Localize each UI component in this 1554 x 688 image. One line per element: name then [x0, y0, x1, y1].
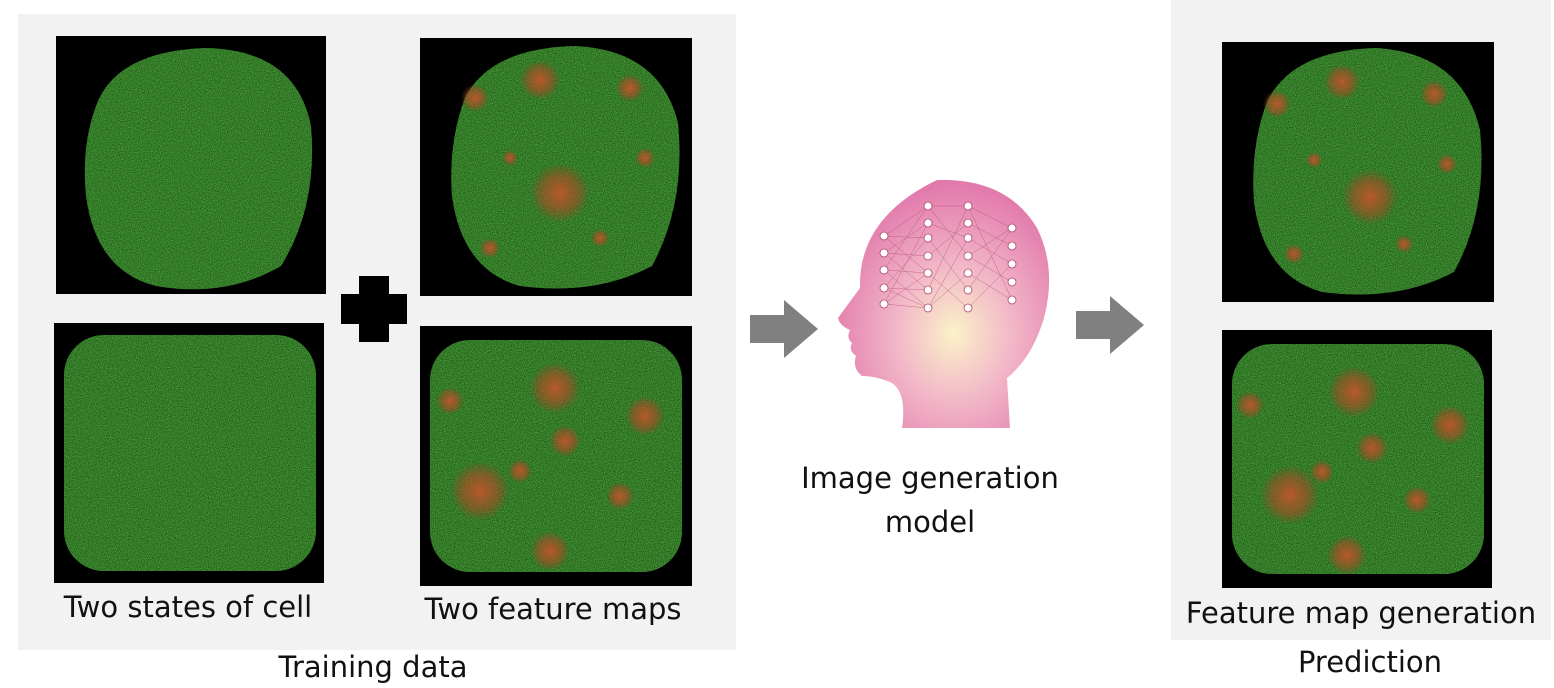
feature-map-image-2: [420, 326, 692, 586]
right-arrow-icon: [1076, 296, 1144, 354]
cell-state-image-1: [56, 36, 326, 294]
prediction-label: Prediction: [1297, 645, 1443, 679]
generated-feature-map-1: [1222, 42, 1494, 302]
cell-states-caption: Two states of cell: [63, 590, 313, 624]
head-neural-network-icon: [838, 179, 1050, 428]
feature-map-generation-caption: Feature map generation: [1185, 596, 1537, 630]
feature-map-image-1: [420, 38, 692, 296]
model-label: Image generation model: [801, 461, 1059, 539]
cell-state-image-2: [54, 323, 324, 583]
plus-icon: [341, 276, 407, 342]
training-data-label: Training data: [278, 650, 468, 684]
right-arrow-icon: [750, 300, 818, 358]
feature-maps-caption: Two feature maps: [424, 592, 682, 626]
generated-feature-map-2: [1222, 330, 1492, 588]
